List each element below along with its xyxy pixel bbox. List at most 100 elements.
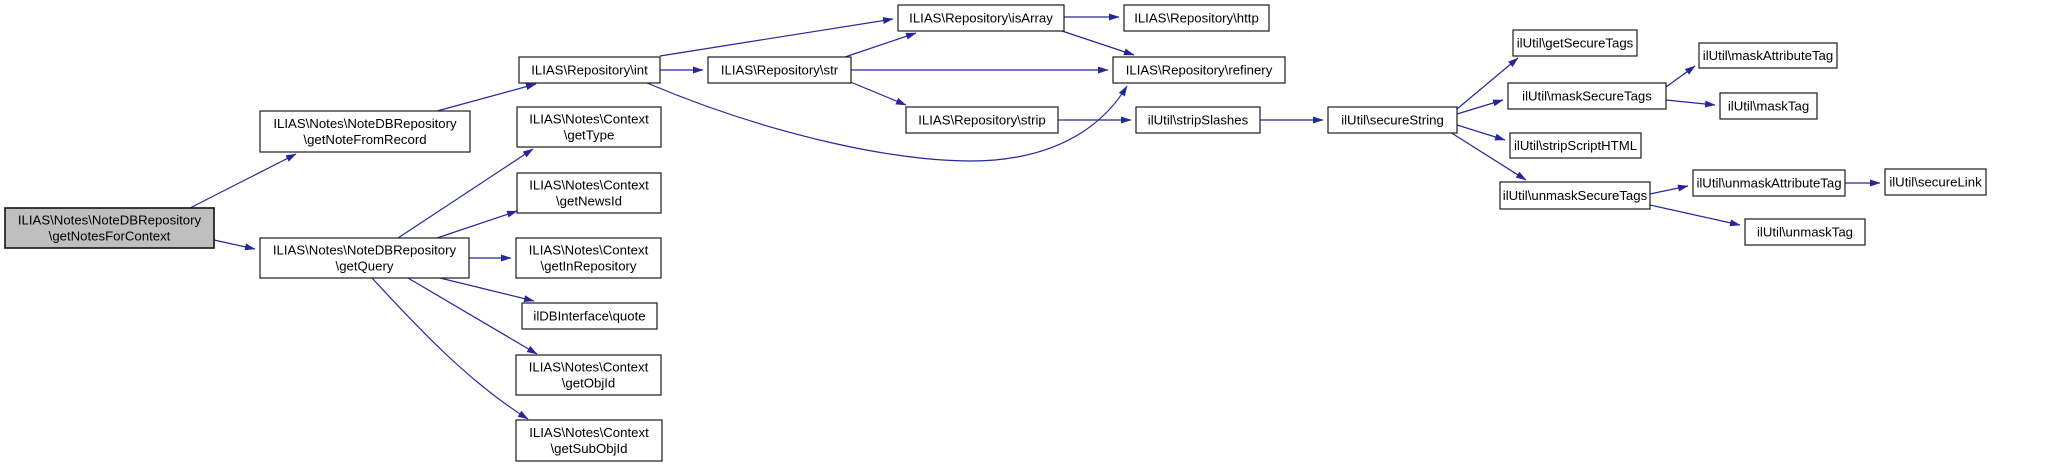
node-maskSecureTags[interactable]: ilUtil\maskSecureTags xyxy=(1507,82,1667,110)
node-label-line: ilUtil\maskSecureTags xyxy=(1522,89,1652,104)
edge-getNotesForContext-getNoteFromRecord xyxy=(189,153,297,209)
node-box-getNewsId[interactable] xyxy=(516,172,662,214)
node-label-line: \getType xyxy=(564,128,615,143)
node-box-maskAttributeTag[interactable] xyxy=(1698,42,1838,69)
node-refinery[interactable]: ILIAS\Repository\refinery xyxy=(1112,56,1286,84)
node-isArray[interactable]: ILIAS\Repository\isArray xyxy=(897,4,1065,32)
node-label-line: ILIAS\Notes\Context xyxy=(529,112,649,127)
node-box-unmaskSecureTags[interactable] xyxy=(1499,181,1651,210)
node-label-strip: ILIAS\Repository\strip xyxy=(918,113,1046,128)
node-box-refinery[interactable] xyxy=(1112,56,1286,84)
node-label-secureLink: ilUtil\secureLink xyxy=(1889,175,1982,190)
node-box-getSecureTags[interactable] xyxy=(1512,29,1638,57)
node-box-quote[interactable] xyxy=(521,302,658,330)
node-strip[interactable]: ILIAS\Repository\strip xyxy=(905,106,1059,134)
node-label-maskTag: ilUtil\maskTag xyxy=(1728,99,1809,114)
node-label-getType: ILIAS\Notes\Context\getType xyxy=(529,112,649,143)
node-label-getNewsId: ILIAS\Notes\Context\getNewsId xyxy=(529,178,649,209)
node-getType[interactable]: ILIAS\Notes\Context\getType xyxy=(516,106,662,148)
node-maskTag[interactable]: ilUtil\maskTag xyxy=(1719,92,1818,120)
node-stripScriptHTML[interactable]: ilUtil\stripScriptHTML xyxy=(1509,132,1642,159)
node-box-unmaskTag[interactable] xyxy=(1744,218,1866,246)
edge-getQuery-quote xyxy=(439,277,535,303)
edge-unmaskSecureTags-unmaskAttributeTag xyxy=(1649,184,1689,195)
node-label-getInRepository: ILIAS\Notes\Context\getInRepository xyxy=(529,243,649,274)
node-getSecureTags[interactable]: ilUtil\getSecureTags xyxy=(1512,29,1638,57)
node-label-line: \getInRepository xyxy=(540,259,636,274)
node-box-int[interactable] xyxy=(518,56,661,84)
node-getSubObjId[interactable]: ILIAS\Notes\Context\getSubObjId xyxy=(515,419,663,462)
edge-getNotesForContext-getQuery xyxy=(213,239,256,251)
node-box-isArray[interactable] xyxy=(897,4,1065,32)
node-box-secureString[interactable] xyxy=(1327,106,1458,134)
node-box-getInRepository[interactable] xyxy=(515,237,662,279)
node-label-int: ILIAS\Repository\int xyxy=(531,63,648,78)
node-label-quote: ilDBInterface\quote xyxy=(533,309,645,324)
node-label-getSubObjId: ILIAS\Notes\Context\getSubObjId xyxy=(529,425,649,456)
node-box-str[interactable] xyxy=(707,56,852,84)
edge-maskSecureTags-maskAttributeTag xyxy=(1665,65,1696,88)
node-getNoteFromRecord[interactable]: ILIAS\Notes\NoteDBRepository\getNoteFrom… xyxy=(259,110,471,153)
node-label-line: ilUtil\stripScriptHTML xyxy=(1514,138,1637,153)
node-box-secureLink[interactable] xyxy=(1884,168,1987,196)
edge-secureString-unmaskSecureTags xyxy=(1449,131,1527,181)
node-box-unmaskAttributeTag[interactable] xyxy=(1692,169,1846,197)
node-box-getSubObjId[interactable] xyxy=(515,419,663,462)
edge-int-refinery xyxy=(646,82,1128,162)
node-quote[interactable]: ilDBInterface\quote xyxy=(521,302,658,330)
node-box-maskSecureTags[interactable] xyxy=(1507,82,1667,110)
node-stripSlashes[interactable]: ilUtil\stripSlashes xyxy=(1135,106,1261,134)
node-unmaskAttributeTag[interactable]: ilUtil\unmaskAttributeTag xyxy=(1692,169,1846,197)
edge-str-strip xyxy=(847,80,907,106)
node-getNewsId[interactable]: ILIAS\Notes\Context\getNewsId xyxy=(516,172,662,214)
node-box-getQuery[interactable] xyxy=(259,237,470,279)
edges-layer xyxy=(189,13,1881,420)
node-box-stripScriptHTML[interactable] xyxy=(1509,132,1642,159)
node-box-http[interactable] xyxy=(1123,4,1270,32)
node-box-maskTag[interactable] xyxy=(1719,92,1818,120)
node-label-stripScriptHTML: ilUtil\stripScriptHTML xyxy=(1514,138,1637,153)
node-label-unmaskTag: ilUtil\unmaskTag xyxy=(1757,225,1853,240)
node-str[interactable]: ILIAS\Repository\str xyxy=(707,56,852,84)
node-getObjId[interactable]: ILIAS\Notes\Context\getObjId xyxy=(515,354,662,396)
edge-maskSecureTags-maskTag xyxy=(1665,99,1716,108)
node-box-stripSlashes[interactable] xyxy=(1135,106,1261,134)
node-getInRepository[interactable]: ILIAS\Notes\Context\getInRepository xyxy=(515,237,662,279)
node-label-line: ilUtil\secureString xyxy=(1341,113,1444,128)
node-unmaskSecureTags[interactable]: ilUtil\unmaskSecureTags xyxy=(1499,181,1651,210)
node-maskAttributeTag[interactable]: ilUtil\maskAttributeTag xyxy=(1698,42,1838,69)
node-unmaskTag[interactable]: ilUtil\unmaskTag xyxy=(1744,218,1866,246)
node-box-getNoteFromRecord[interactable] xyxy=(259,110,471,153)
node-label-http: ILIAS\Repository\http xyxy=(1134,11,1259,26)
node-box-getType[interactable] xyxy=(516,106,662,148)
edge-int-isArray xyxy=(659,17,894,57)
node-label-line: ilUtil\getSecureTags xyxy=(1517,36,1634,51)
node-label-line: ILIAS\Notes\Context xyxy=(529,178,649,193)
node-label-getNotesForContext: ILIAS\Notes\NoteDBRepository\getNotesFor… xyxy=(18,213,202,244)
edge-getQuery-getNewsId xyxy=(436,210,518,239)
node-getQuery[interactable]: ILIAS\Notes\NoteDBRepository\getQuery xyxy=(259,237,470,279)
node-label-line: ilUtil\unmaskAttributeTag xyxy=(1696,176,1841,191)
node-box-getNotesForContext[interactable] xyxy=(4,207,215,249)
edge-unmaskSecureTags-unmaskTag xyxy=(1649,204,1741,227)
node-label-line: ILIAS\Notes\NoteDBRepository xyxy=(273,116,457,131)
node-box-strip[interactable] xyxy=(905,106,1059,134)
node-label-line: ilUtil\maskAttributeTag xyxy=(1703,48,1833,63)
node-secureString[interactable]: ilUtil\secureString xyxy=(1327,106,1458,134)
node-label-line: \getNotesForContext xyxy=(49,229,171,244)
node-label-line: ILIAS\Repository\http xyxy=(1134,11,1259,26)
edge-secureString-stripScriptHTML xyxy=(1456,124,1506,141)
node-secureLink[interactable]: ilUtil\secureLink xyxy=(1884,168,1987,196)
node-getNotesForContext[interactable]: ILIAS\Notes\NoteDBRepository\getNotesFor… xyxy=(4,207,215,249)
node-label-line: ILIAS\Notes\Context xyxy=(529,243,649,258)
node-label-line: \getNoteFromRecord xyxy=(303,132,426,147)
node-label-getSecureTags: ilUtil\getSecureTags xyxy=(1517,36,1634,51)
node-http[interactable]: ILIAS\Repository\http xyxy=(1123,4,1270,32)
node-int[interactable]: ILIAS\Repository\int xyxy=(518,56,661,84)
node-label-stripSlashes: ilUtil\stripSlashes xyxy=(1148,113,1249,128)
node-label-line: ILIAS\Notes\NoteDBRepository xyxy=(18,213,202,228)
edge-getNoteFromRecord-int xyxy=(436,83,537,112)
node-box-getObjId[interactable] xyxy=(515,354,662,396)
node-label-unmaskAttributeTag: ilUtil\unmaskAttributeTag xyxy=(1696,176,1841,191)
